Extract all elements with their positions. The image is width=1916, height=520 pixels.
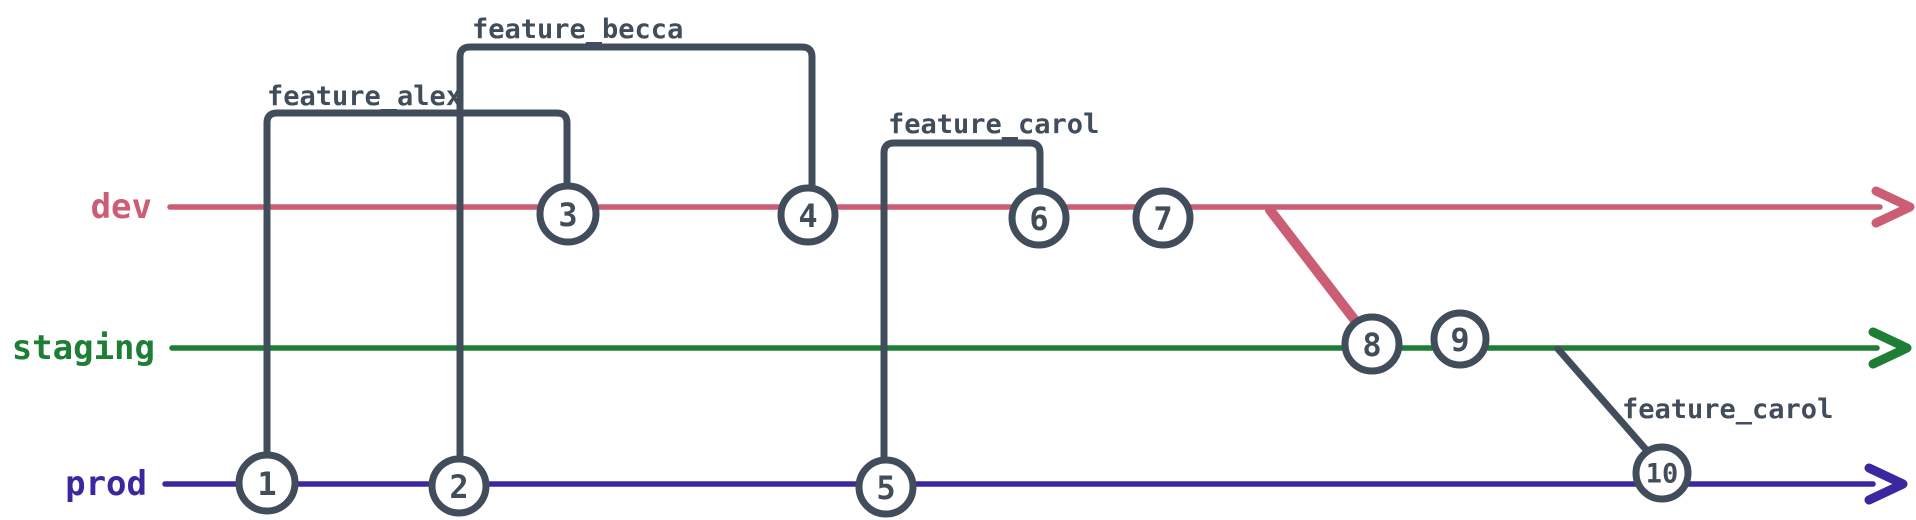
lane-label-dev: dev: [91, 187, 152, 227]
commit-node-5: [855, 456, 917, 518]
merge-link-dev-to-staging: [1265, 205, 1362, 328]
commit-node-3: [536, 182, 600, 246]
commit-node-1: [235, 451, 299, 515]
lane-arrowhead-icon-prod: [1864, 463, 1908, 505]
commit-number-1: 1: [257, 465, 276, 503]
commit-number-2: 2: [449, 468, 468, 506]
lane-label-prod: prod: [65, 464, 147, 504]
commit-node-7: [1132, 187, 1194, 249]
feature-branch-path-feature_alex: [263, 109, 571, 462]
commit-node-6: [1008, 187, 1070, 249]
merge-link-label-staging-to-prod: feature_carol: [1622, 394, 1833, 425]
commit-node-9: [1430, 309, 1490, 369]
commit-number-10: 10: [1646, 459, 1679, 490]
feature-branch-label-feature_carol: feature_carol: [888, 109, 1099, 140]
feature-branch-label-feature_becca: feature_becca: [472, 14, 683, 45]
feature-branch-path-feature_becca: [456, 43, 816, 466]
merge-link-staging-to-prod: [1554, 345, 1653, 457]
feature-branch-path-feature_carol: [880, 139, 1044, 466]
lane-label-staging: staging: [12, 328, 155, 368]
commit-number-7: 7: [1153, 200, 1172, 238]
commit-node-10: [1632, 443, 1692, 503]
commit-number-8: 8: [1362, 326, 1381, 364]
commit-number-3: 3: [558, 196, 577, 234]
commit-node-4: [777, 184, 839, 246]
commit-number-5: 5: [876, 469, 895, 507]
commit-node-8: [1341, 313, 1403, 375]
lane-arrowhead-icon-dev: [1871, 186, 1915, 228]
lane-arrowhead-icon-staging: [1868, 327, 1912, 369]
commit-number-9: 9: [1450, 321, 1469, 359]
commit-number-6: 6: [1029, 200, 1048, 238]
commit-node-2: [428, 455, 490, 517]
commit-number-4: 4: [798, 197, 817, 235]
feature-branch-label-feature_alex: feature_alex: [267, 81, 462, 112]
